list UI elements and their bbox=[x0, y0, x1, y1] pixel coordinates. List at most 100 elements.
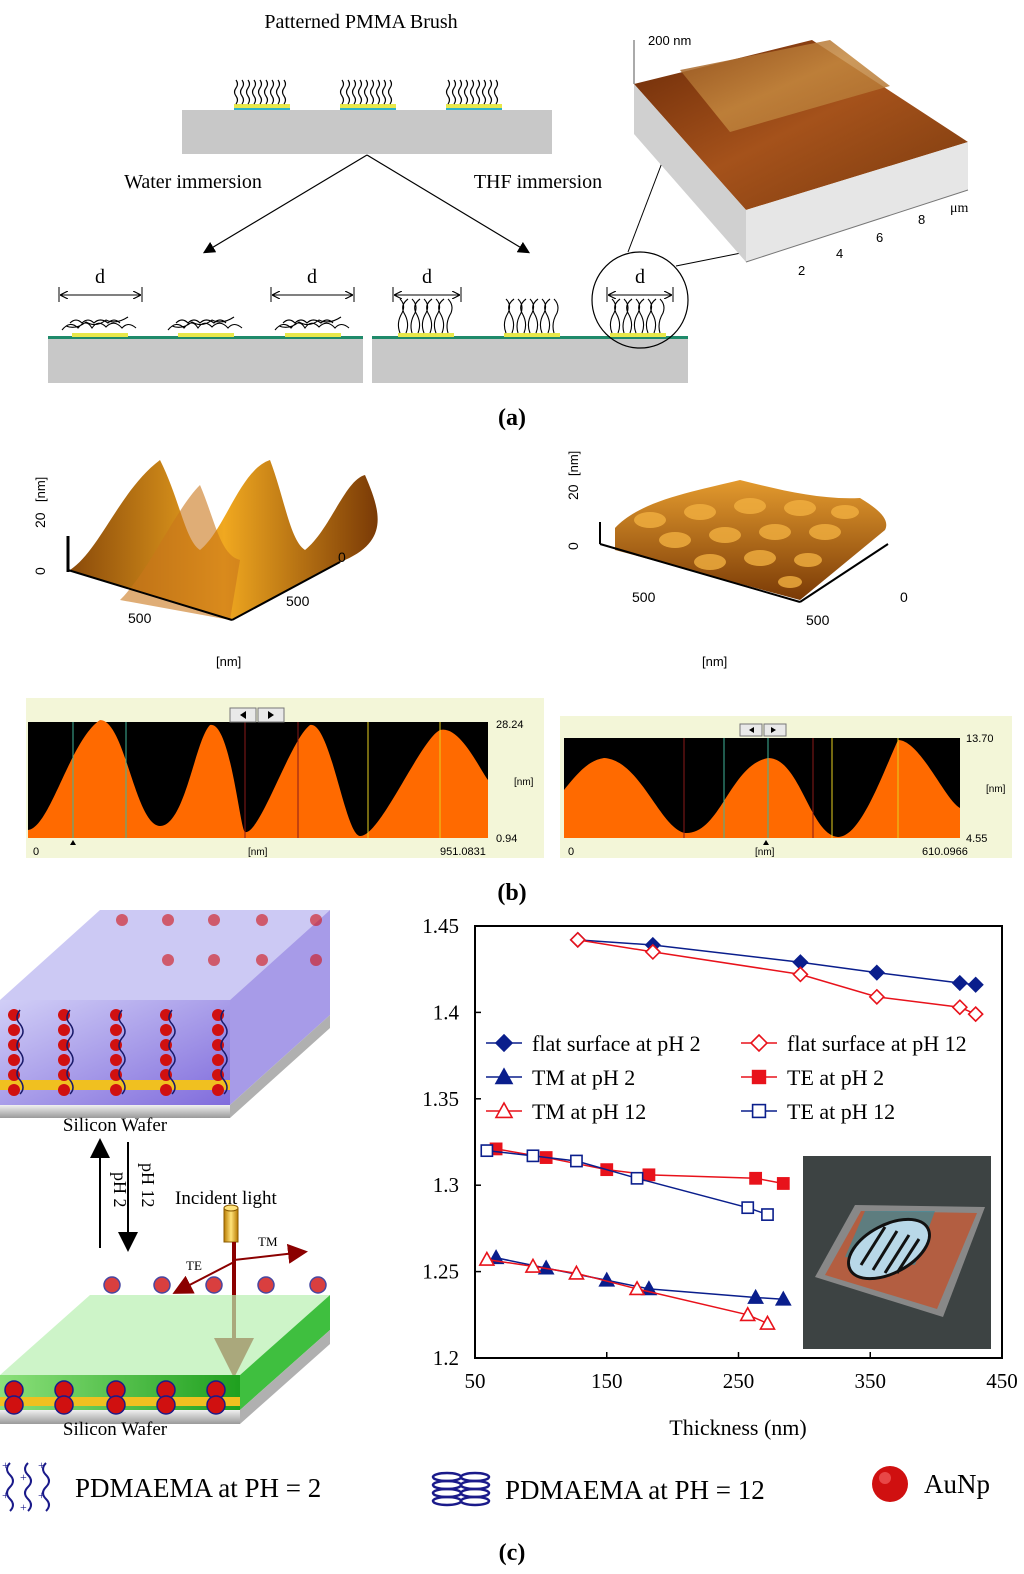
data-point bbox=[749, 1171, 763, 1185]
legend-entry: TE at pH 2 bbox=[787, 1065, 884, 1090]
aunp-icon bbox=[872, 1466, 908, 1502]
data-point bbox=[628, 1280, 646, 1296]
svg-text:[nm]: [nm] bbox=[216, 654, 241, 669]
data-point bbox=[739, 1306, 757, 1322]
x-tick-label: 350 bbox=[855, 1369, 887, 1393]
svg-text:+: + bbox=[20, 1500, 27, 1514]
d-dimension-2: d bbox=[270, 266, 355, 302]
data-point bbox=[630, 1171, 644, 1185]
svg-text:13.70: 13.70 bbox=[966, 733, 994, 745]
substrate-thf bbox=[372, 338, 688, 383]
wafer-label-top: Silicon Wafer bbox=[63, 1115, 168, 1136]
data-point bbox=[644, 943, 661, 961]
wafer-label-bottom: Silicon Wafer bbox=[63, 1419, 168, 1440]
brush-stripe-3 bbox=[445, 79, 502, 110]
y-axis-ticks: 1.21.251.31.351.41.45 bbox=[422, 914, 481, 1370]
data-point bbox=[494, 1033, 514, 1053]
y-tick-label: 1.4 bbox=[433, 1000, 460, 1024]
svg-text:951.0831: 951.0831 bbox=[440, 846, 486, 858]
legend-ph12-label: PDMAEMA at PH = 12 bbox=[505, 1475, 765, 1505]
svg-text:6: 6 bbox=[876, 230, 883, 245]
y-tick-label: 1.25 bbox=[422, 1260, 459, 1284]
inset-photo bbox=[803, 1156, 991, 1349]
data-point bbox=[774, 1290, 792, 1306]
legend-entry: TM at pH 12 bbox=[532, 1099, 646, 1124]
svg-text:+: + bbox=[2, 1458, 9, 1472]
data-point bbox=[967, 1005, 984, 1023]
data-point bbox=[524, 1257, 542, 1273]
afm-3d-image: 200 nm 2 4 6 8 μm bbox=[633, 33, 969, 278]
brush-stripe-2 bbox=[339, 79, 396, 110]
data-point bbox=[792, 966, 809, 983]
legend-aunp-label: AuNp bbox=[924, 1469, 990, 1499]
svg-text:2: 2 bbox=[798, 263, 805, 278]
data-point bbox=[951, 999, 968, 1016]
svg-text:d: d bbox=[307, 266, 317, 288]
data-point bbox=[478, 1250, 496, 1266]
svg-text:200 nm: 200 nm bbox=[648, 33, 691, 48]
extended-brush-chains bbox=[397, 298, 665, 334]
afm-3d-left: [nm] 20 0 500 500 0 [nm] bbox=[32, 460, 378, 669]
svg-text:610.0966: 610.0966 bbox=[922, 846, 968, 858]
svg-text:0: 0 bbox=[565, 542, 581, 550]
svg-text:pH 12: pH 12 bbox=[138, 1163, 158, 1208]
x-tick-label: 450 bbox=[986, 1369, 1018, 1393]
x-axis-label: Thickness (nm) bbox=[669, 1415, 806, 1440]
svg-text:8: 8 bbox=[918, 212, 925, 227]
data-point bbox=[642, 1168, 656, 1182]
svg-text:0.94: 0.94 bbox=[496, 833, 517, 845]
caption-a: (a) bbox=[498, 405, 526, 431]
svg-text:[nm]: [nm] bbox=[566, 451, 581, 476]
svg-text:0: 0 bbox=[568, 846, 574, 858]
svg-text:28.24: 28.24 bbox=[496, 719, 524, 731]
svg-text:0: 0 bbox=[338, 549, 346, 565]
substrate-top bbox=[182, 110, 552, 154]
panel-b: [nm] 20 0 500 500 0 [nm] [nm] 20 0 500 5… bbox=[26, 451, 1012, 906]
x-tick-label: 50 bbox=[465, 1369, 486, 1393]
d-dimension-1: d bbox=[58, 266, 143, 302]
svg-text:[nm]: [nm] bbox=[248, 847, 268, 858]
top-waveguide-ph2: Silicon Wafer bbox=[0, 910, 330, 1136]
svg-text:[nm]: [nm] bbox=[514, 777, 534, 788]
svg-text:+: + bbox=[2, 1488, 9, 1502]
data-point bbox=[494, 1067, 514, 1085]
panel-a-title: Patterned PMMA Brush bbox=[264, 11, 457, 33]
svg-text:[nm]: [nm] bbox=[986, 784, 1006, 795]
y-tick-label: 1.45 bbox=[422, 914, 459, 938]
profile-right: 13.70 [nm] 4.55 0 [nm] 610.0966 bbox=[560, 716, 1012, 858]
svg-text:μm: μm bbox=[950, 201, 969, 216]
data-point bbox=[967, 976, 984, 993]
ph2-charge-icon: + + + + + + bbox=[2, 1458, 45, 1514]
data-point bbox=[570, 1154, 583, 1168]
series-group bbox=[478, 931, 984, 1330]
data-point bbox=[751, 1069, 767, 1085]
svg-text:+: + bbox=[20, 1470, 27, 1484]
data-point bbox=[741, 1201, 755, 1215]
data-point bbox=[761, 1208, 774, 1221]
svg-text:20: 20 bbox=[565, 484, 581, 500]
svg-text:500: 500 bbox=[128, 610, 152, 626]
svg-text:+: + bbox=[38, 1458, 45, 1472]
d-dimension-3: d bbox=[392, 266, 462, 302]
panel-c-legend-row: + + + + + + PDMAEMA at PH = 2 PDMAEMA at PH … bbox=[2, 1458, 990, 1566]
legend-entry: TE at pH 12 bbox=[787, 1099, 895, 1124]
water-immersion-label: Water immersion bbox=[124, 171, 262, 193]
legend-ph2-label: PDMAEMA at PH = 2 bbox=[75, 1473, 321, 1503]
y-tick-label: 1.2 bbox=[433, 1346, 459, 1370]
afm-3d-right: [nm] 20 0 500 500 0 [nm] bbox=[565, 451, 908, 669]
svg-text:0: 0 bbox=[900, 589, 908, 605]
data-point bbox=[494, 1101, 514, 1119]
data-point bbox=[751, 1103, 767, 1119]
data-point bbox=[749, 1033, 769, 1053]
ph2-chain-icon bbox=[6, 1462, 50, 1512]
bottom-waveguide-ph12: Silicon Wafer bbox=[0, 1276, 330, 1440]
thf-immersion-label: THF immersion bbox=[474, 171, 602, 193]
svg-text:0: 0 bbox=[32, 567, 48, 575]
ph-switch-arrows: pH 2 pH 12 bbox=[90, 1138, 158, 1252]
svg-text:TM: TM bbox=[258, 1234, 278, 1249]
data-point bbox=[747, 1288, 764, 1304]
svg-text:+: + bbox=[38, 1488, 45, 1502]
svg-text:[nm]: [nm] bbox=[702, 654, 727, 669]
arrow-to-thf bbox=[366, 154, 531, 254]
